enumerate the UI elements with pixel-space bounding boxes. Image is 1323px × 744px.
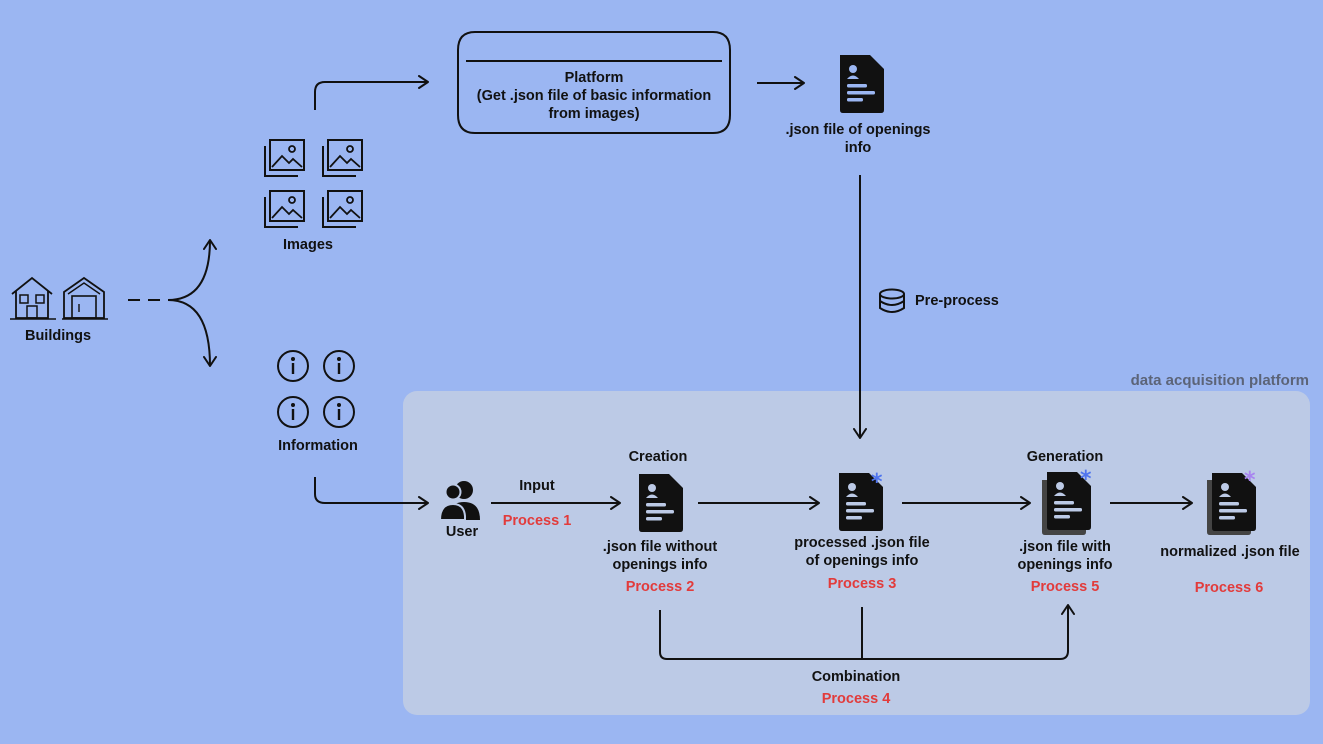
information-to-user-arrow <box>314 477 429 510</box>
json-with-label-line2: openings info <box>1017 557 1113 573</box>
combination-label: Combination <box>811 669 901 685</box>
asterisk-icon: * <box>1080 467 1092 492</box>
processed-json-label-line1: processed .json file <box>794 535 930 551</box>
image-icon <box>264 139 305 177</box>
json-openings-label-line2: info <box>844 140 872 156</box>
images-to-platform-arrow <box>314 75 429 110</box>
process6-label: Process 6 <box>1194 580 1264 596</box>
process1-label: Process 1 <box>502 513 572 529</box>
asterisk-icon: * <box>1244 468 1256 493</box>
user-group-icon <box>438 481 480 521</box>
data-acquisition-panel <box>403 391 1310 715</box>
image-icon <box>264 190 305 228</box>
json-with-label-line1: .json file with <box>1019 539 1111 555</box>
json-without-doc-icon <box>639 474 683 532</box>
process2-label: Process 2 <box>625 579 695 595</box>
json-with-doc-icon <box>1042 472 1091 535</box>
branch-down-arrow <box>167 299 217 367</box>
user-label: User <box>445 524 479 540</box>
processed-json-label-line2: of openings info <box>805 553 919 569</box>
combination-connector <box>659 604 1075 660</box>
asterisk-icon: * <box>871 470 883 495</box>
info-icon <box>277 350 309 382</box>
preprocess-label: Pre-process <box>915 293 999 309</box>
images-label: Images <box>283 237 333 253</box>
json-openings-doc-icon <box>840 55 884 113</box>
input-label: Input <box>519 478 555 494</box>
json-openings-label-line1: .json file of openings <box>785 122 931 138</box>
buildings-label: Buildings <box>24 328 92 344</box>
process4-label: Process 4 <box>821 691 891 707</box>
json-without-label-line2: openings info <box>612 557 708 573</box>
creation-label: Creation <box>628 449 688 465</box>
generation-label: Generation <box>1026 449 1104 465</box>
platform-desc-line2: from images) <box>548 106 640 122</box>
process5-label: Process 5 <box>1030 579 1100 595</box>
image-icon <box>322 190 363 228</box>
panel-title: data acquisition platform <box>1130 372 1309 389</box>
information-label: Information <box>278 438 358 454</box>
info-icon <box>323 396 355 428</box>
info-icon <box>323 350 355 382</box>
normalized-doc-icon <box>1207 473 1256 535</box>
platform-desc-line1: (Get .json file of basic information <box>476 88 712 104</box>
platform-box <box>457 31 731 134</box>
garage-icon <box>62 276 108 320</box>
normalized-label: normalized .json file <box>1160 544 1300 560</box>
json-without-label-line1: .json file without <box>602 539 718 555</box>
info-icon <box>277 396 309 428</box>
image-icon <box>322 139 363 177</box>
database-icon <box>879 288 905 313</box>
branch-up-arrow <box>167 239 217 301</box>
process3-label: Process 3 <box>827 576 897 592</box>
house-icon <box>10 276 56 320</box>
platform-title: Platform <box>564 70 624 86</box>
